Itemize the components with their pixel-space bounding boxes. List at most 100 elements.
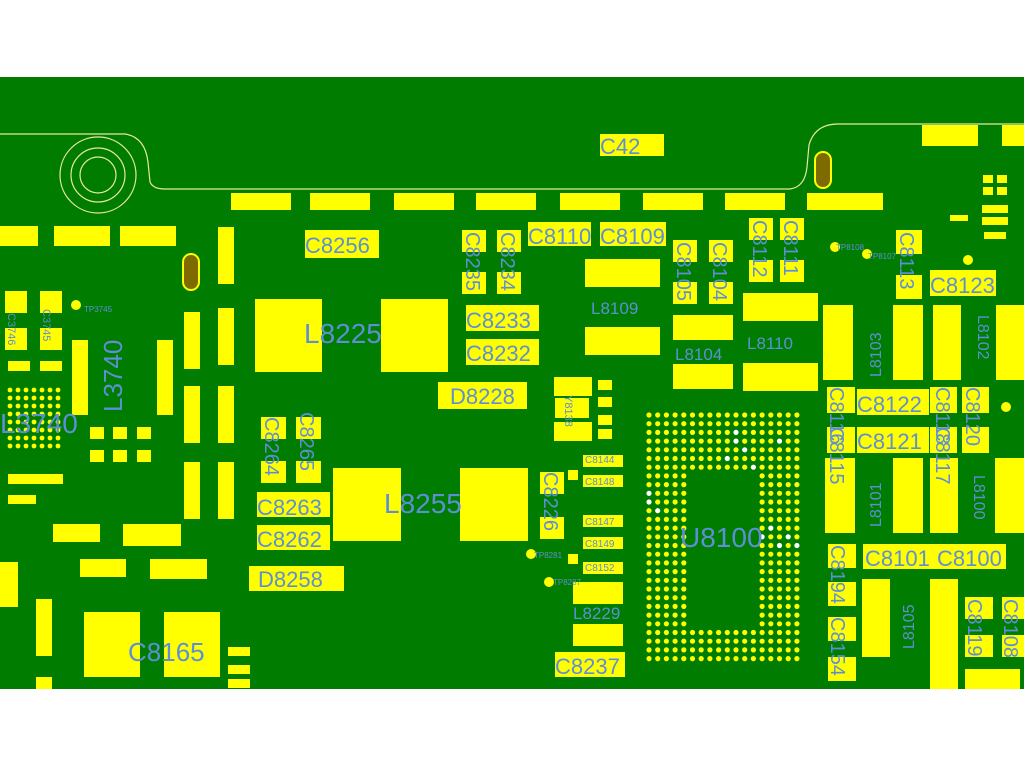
bga-ball — [776, 569, 783, 575]
bga-ball — [742, 629, 748, 636]
via-pad — [23, 443, 29, 449]
bga-ball — [785, 438, 791, 444]
via-pad — [39, 435, 45, 441]
bga-ball — [794, 595, 800, 601]
bga-ball — [716, 464, 722, 470]
label-l8102: L8102 — [974, 315, 991, 360]
bga-ball — [794, 656, 800, 662]
bga-ball — [698, 455, 704, 462]
bga-ball — [689, 455, 696, 462]
bga-ball — [768, 595, 774, 601]
bga-ball — [794, 621, 800, 627]
label-c8104: C8104 — [708, 242, 730, 301]
pcb-board-view[interactable]: C42 C8256 C8110 C8109 L8225 C8233 C8232 … — [0, 77, 1024, 689]
bga-ball — [681, 551, 687, 557]
bga-ball — [759, 447, 765, 453]
bga-ball — [742, 412, 748, 418]
bga-ball — [655, 603, 661, 610]
bga-ball — [681, 490, 687, 496]
bga-ball — [768, 603, 774, 610]
bga-ball — [655, 516, 661, 522]
bga-ball — [776, 603, 783, 610]
label-c3746: C3746 — [5, 313, 17, 345]
label-c8117: C8117 — [931, 427, 953, 484]
bga-ball — [776, 638, 783, 644]
bga-ball — [776, 447, 783, 453]
bga-ball — [776, 534, 783, 540]
bga-ball — [768, 421, 774, 427]
bga-ball — [655, 577, 661, 583]
bga-ball — [768, 508, 774, 514]
label-c8105: C8105 — [672, 242, 694, 301]
bga-ball — [759, 638, 765, 644]
bga-ball — [785, 516, 791, 522]
bga-ball — [655, 629, 661, 636]
bga-ball — [655, 542, 661, 549]
bga-ball — [716, 412, 722, 418]
bga-ball — [759, 612, 765, 618]
bga-ball — [655, 438, 661, 444]
bga-ball — [794, 560, 800, 566]
via-pad — [47, 403, 53, 409]
bga-ball — [663, 429, 670, 435]
via-pad — [31, 443, 37, 449]
bga-ball — [698, 638, 704, 644]
bga-ball — [698, 656, 704, 662]
bga-ball — [672, 542, 678, 549]
bga-ball — [663, 473, 670, 479]
bga-ball — [672, 525, 678, 531]
bga-ball — [759, 482, 765, 488]
bga-ball — [794, 542, 800, 549]
bga-ball — [785, 577, 791, 583]
bga-ball — [689, 656, 696, 662]
bga-ball — [663, 595, 670, 601]
via-pad — [55, 411, 61, 417]
bga-ball — [785, 455, 791, 462]
bga-ball — [768, 621, 774, 627]
bga-ball — [750, 429, 757, 435]
via-pad — [23, 427, 29, 433]
bga-ball — [759, 525, 765, 531]
mounting-hole-middle — [70, 147, 126, 203]
bga-ball — [689, 638, 696, 644]
bga-ball — [681, 447, 687, 453]
bga-ball — [646, 421, 652, 427]
bga-ball — [768, 447, 774, 453]
bga-ball — [794, 525, 800, 531]
bga-ball — [663, 464, 670, 470]
test-point-pad — [1001, 402, 1011, 412]
via-pad — [55, 435, 61, 441]
bga-ball — [698, 412, 704, 418]
via-pad — [47, 427, 53, 433]
via-pad — [15, 427, 21, 433]
bga-ball — [681, 603, 687, 610]
bga-ball — [759, 542, 765, 549]
bga-ball — [750, 455, 757, 462]
label-c8111: C8111 — [779, 220, 801, 276]
bga-ball — [776, 577, 783, 583]
bga-ball — [716, 656, 722, 662]
label-c8123: C8123 — [930, 273, 995, 298]
via-pad — [23, 419, 29, 425]
via-pad — [15, 419, 21, 425]
bga-ball — [672, 473, 678, 479]
bga-ball — [681, 621, 687, 627]
bga-ball — [768, 551, 774, 557]
bga-ball — [742, 429, 748, 435]
bga-ball — [681, 516, 687, 522]
bga-ball — [655, 482, 661, 488]
bga-ball — [646, 464, 652, 470]
bga-ball — [759, 656, 765, 662]
bga-ball — [733, 629, 739, 636]
bga-ball — [672, 508, 678, 514]
bga-ball — [655, 638, 661, 644]
bga-ball — [768, 656, 774, 662]
label-d8258: D8258 — [258, 567, 323, 592]
bga-ball — [689, 421, 696, 427]
bga-ball — [794, 551, 800, 557]
via-pad — [31, 435, 37, 441]
bga-ball — [759, 412, 765, 418]
test-point-pad — [544, 577, 554, 587]
via-pad — [7, 443, 13, 449]
label-c8237: C8237 — [555, 654, 620, 679]
